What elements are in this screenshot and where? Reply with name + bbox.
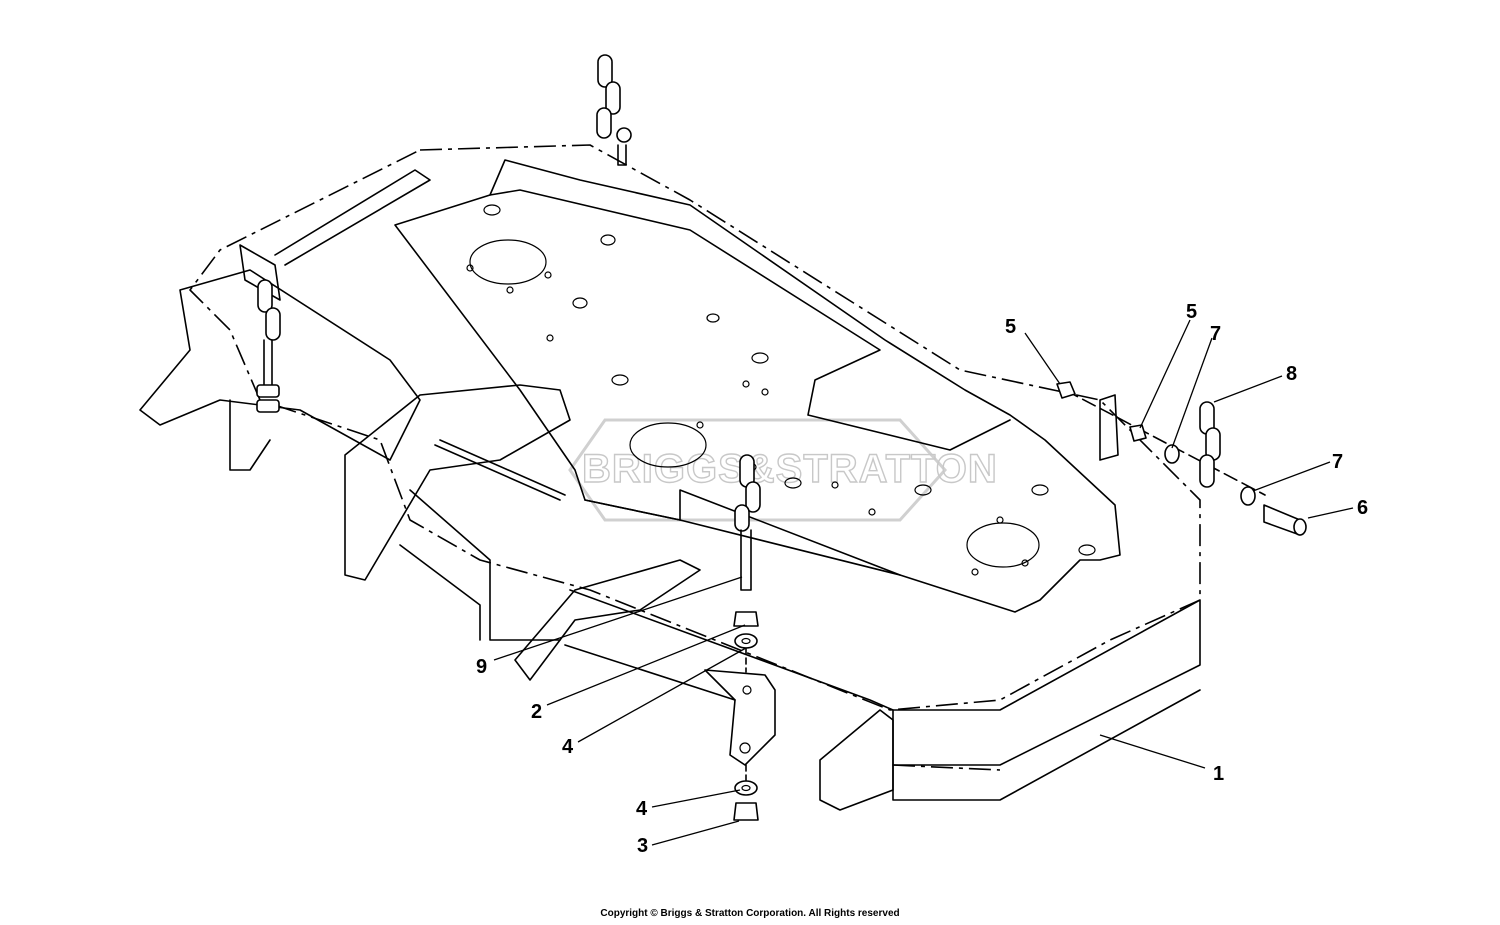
- nut-5-right: [1129, 424, 1147, 442]
- chain-rear-center: [596, 54, 632, 166]
- callout-4a: 4: [562, 736, 574, 758]
- callout-5a: 5: [1005, 316, 1016, 338]
- briggs-stratton-watermark: BRIGGS&STRATTON: [568, 418, 998, 522]
- mower-deck-housing: [139, 144, 1201, 811]
- washer-4-upper: [734, 633, 758, 649]
- callout-3: 3: [637, 835, 648, 857]
- hex-nut-2: [733, 611, 759, 627]
- callout-9: 9: [476, 656, 487, 678]
- washer-4-lower: [734, 780, 758, 796]
- watermark-text: BRIGGS&STRATTON: [582, 447, 998, 491]
- washer-7-upper: [1164, 444, 1180, 464]
- center-hardware: [733, 611, 759, 821]
- callout-1: 1: [1213, 763, 1224, 785]
- chain-center: [734, 454, 761, 591]
- chain-left: [256, 279, 281, 413]
- nut-5-left: [1056, 381, 1076, 399]
- hex-nut-3: [733, 802, 759, 821]
- callout-2: 2: [531, 701, 542, 723]
- callout-5b: 5: [1186, 301, 1197, 323]
- copyright-notice: Copyright © Briggs & Stratton Corporatio…: [600, 908, 900, 919]
- right-side-hardware: [1056, 381, 1307, 536]
- washer-7-lower: [1240, 486, 1256, 506]
- callout-4b: 4: [636, 798, 648, 820]
- callout-6: 6: [1357, 497, 1368, 519]
- callout-7b: 7: [1332, 451, 1343, 473]
- callout-labels: 1 2 3 4 4 5 5 6 7 7 8 9: [476, 301, 1368, 857]
- leader-lines: [493, 319, 1354, 846]
- callout-7a: 7: [1210, 323, 1221, 345]
- deck-plate-holes: [466, 204, 1096, 576]
- callout-8: 8: [1286, 363, 1297, 385]
